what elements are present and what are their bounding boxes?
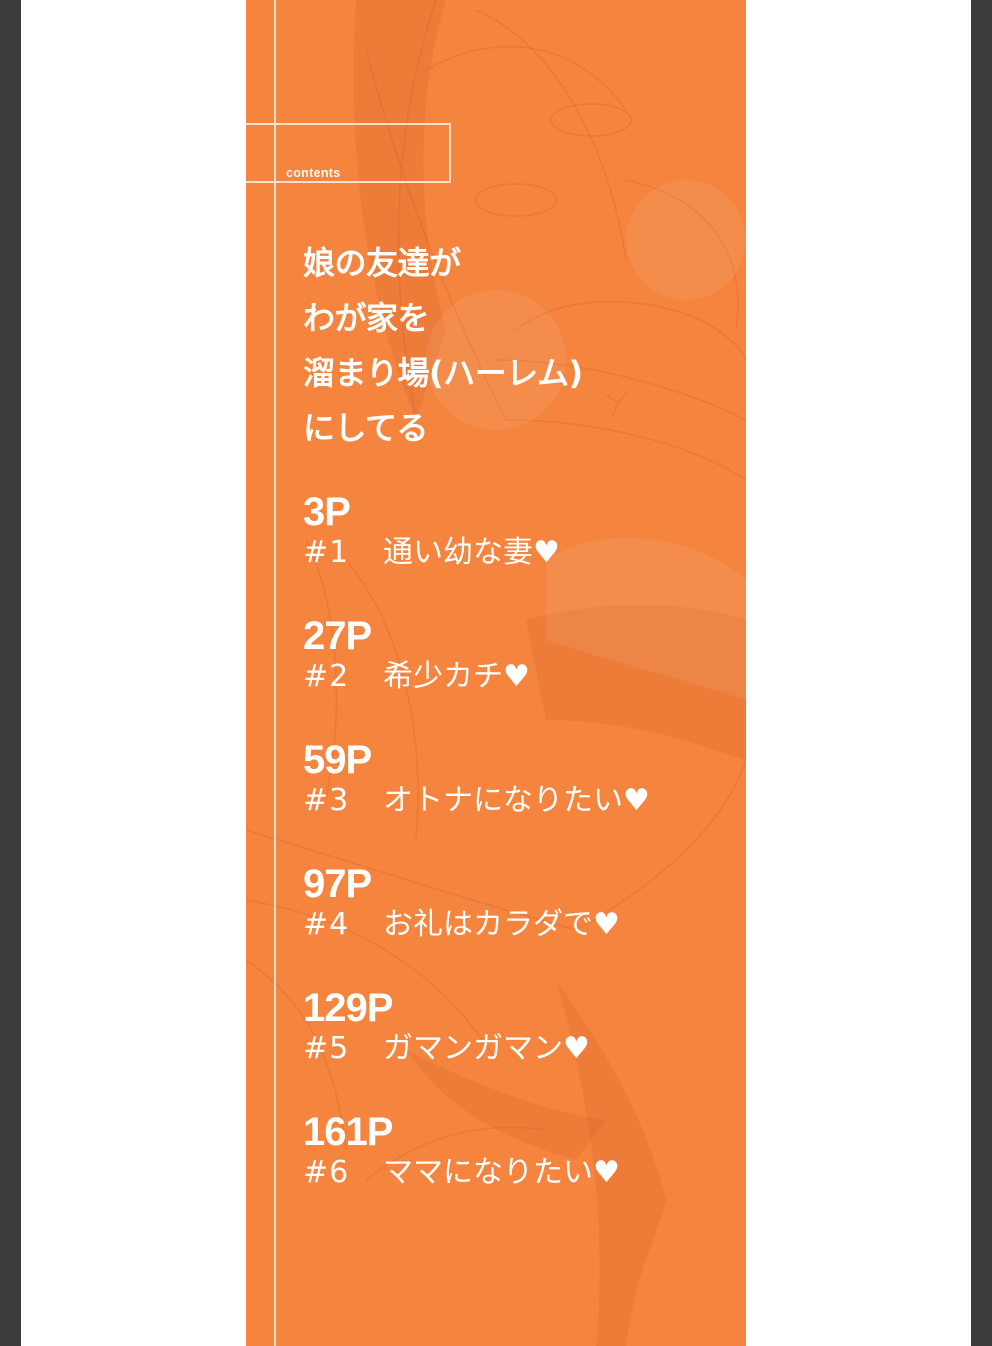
contents-label: contents: [286, 166, 341, 180]
page-number: 27P: [303, 614, 372, 658]
chapter-number: #5: [303, 1031, 350, 1066]
background-illustration: [246, 0, 746, 1346]
chapter-line: #4 お礼はカラダで♥: [303, 906, 650, 944]
chapter-number: #1: [303, 535, 350, 570]
chapter-line: #5 ガマンガマン♥: [303, 1030, 650, 1068]
heart-icon: ♥: [503, 659, 530, 694]
chapter-title: ママになりたい: [383, 1155, 593, 1190]
page-number: 129P: [303, 986, 393, 1030]
toc-entry[interactable]: 27P #2 希少カチ♥: [303, 614, 650, 738]
page-number: 97P: [303, 862, 372, 906]
toc-entry[interactable]: 3P #1 通い幼な妻♥: [303, 490, 650, 614]
chapter-line: #6 ママになりたい♥: [303, 1154, 650, 1192]
toc-entry[interactable]: 161P #6 ママになりたい♥: [303, 1110, 650, 1234]
chapter-title: 希少カチ: [383, 659, 503, 694]
toc-entry[interactable]: 59P #3 オトナになりたい♥: [303, 738, 650, 862]
chapter-title: オトナになりたい: [383, 783, 623, 818]
book-title: 娘の友達が わが家を 溜まり場(ハーレム) にしてる: [303, 236, 583, 456]
contents-panel: contents 娘の友達が わが家を 溜まり場(ハーレム) にしてる 3P #…: [246, 0, 746, 1346]
vertical-rule: [274, 0, 276, 1346]
chapter-title: 通い幼な妻: [383, 535, 533, 570]
title-line: にしてる: [303, 409, 429, 447]
chapter-number: #2: [303, 659, 350, 694]
chapter-number: #3: [303, 783, 350, 818]
contents-label-box: contents: [246, 123, 451, 183]
chapter-line: #1 通い幼な妻♥: [303, 534, 650, 572]
page-number: 3P: [303, 490, 351, 534]
chapter-title: ガマンガマン: [383, 1031, 563, 1066]
title-line: 娘の友達が: [303, 244, 461, 282]
chapter-title: お礼はカラダで: [383, 907, 593, 942]
title-line: 溜まり場(ハーレム): [303, 354, 583, 392]
page-number: 161P: [303, 1110, 393, 1154]
heart-icon: ♥: [563, 1031, 590, 1066]
heart-icon: ♥: [533, 535, 560, 570]
page-number: 59P: [303, 738, 372, 782]
chapter-number: #6: [303, 1155, 350, 1190]
heart-icon: ♥: [593, 907, 620, 942]
chapter-line: #3 オトナになりたい♥: [303, 782, 650, 820]
heart-icon: ♥: [623, 783, 650, 818]
title-line: わが家を: [303, 299, 430, 337]
chapter-line: #2 希少カチ♥: [303, 658, 650, 696]
heart-icon: ♥: [593, 1155, 620, 1190]
chapter-number: #4: [303, 907, 350, 942]
book-page: contents 娘の友達が わが家を 溜まり場(ハーレム) にしてる 3P #…: [21, 0, 971, 1346]
toc-entry[interactable]: 129P #5 ガマンガマン♥: [303, 986, 650, 1110]
toc-entry[interactable]: 97P #4 お礼はカラダで♥: [303, 862, 650, 986]
